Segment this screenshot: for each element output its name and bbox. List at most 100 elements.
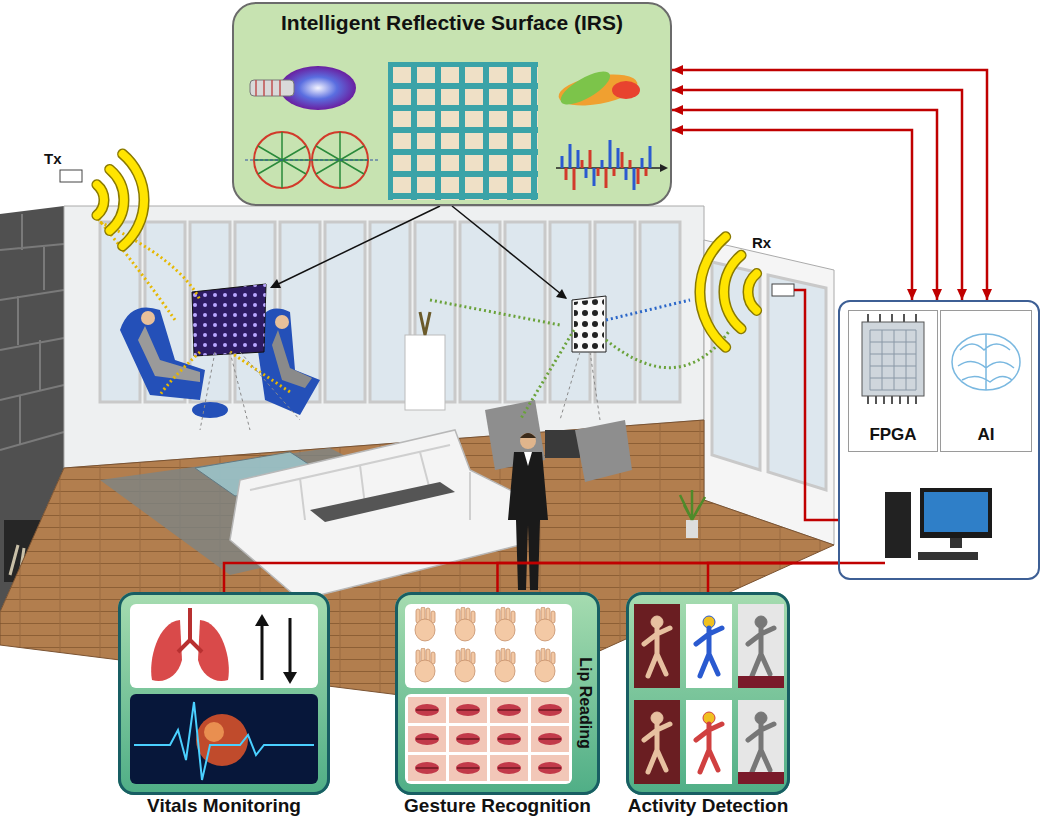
room-part-part bbox=[370, 222, 410, 402]
activity-illustration bbox=[626, 592, 790, 795]
room-part bbox=[310, 482, 455, 522]
room-part bbox=[138, 326, 200, 382]
activity-illustration-part bbox=[738, 772, 784, 784]
arrow-head bbox=[672, 65, 683, 75]
arrow-head bbox=[672, 125, 683, 135]
control-unit-illustration-part bbox=[950, 538, 962, 548]
control-unit-illustration-part bbox=[862, 322, 924, 396]
gesture-illustration-part bbox=[449, 697, 487, 723]
signal-beams-part bbox=[100, 222, 200, 300]
irs-illustration-part bbox=[256, 80, 280, 96]
signal-beams-part bbox=[430, 300, 560, 325]
room-part bbox=[272, 330, 312, 388]
room-part bbox=[120, 308, 205, 401]
connector-line bbox=[672, 110, 937, 300]
gesture-illustration-part bbox=[495, 648, 515, 682]
connector-line bbox=[672, 90, 962, 300]
irs-illustration-part-part bbox=[452, 206, 566, 298]
room-part bbox=[545, 430, 580, 458]
control-unit-illustration-part bbox=[868, 314, 916, 404]
control-unit-illustration-part bbox=[952, 334, 1020, 390]
connector bbox=[708, 563, 838, 592]
box-title: FPGA bbox=[849, 425, 937, 445]
activity-illustration-part bbox=[626, 592, 790, 795]
receiver-part-part bbox=[748, 274, 757, 311]
vitals-illustration-part bbox=[283, 672, 297, 684]
room-part bbox=[192, 284, 266, 356]
room-part bbox=[572, 296, 606, 352]
receiver-part bbox=[700, 237, 757, 347]
control-unit-illustration-part bbox=[885, 492, 911, 558]
gesture-illustration-part bbox=[449, 726, 487, 752]
room-part bbox=[100, 222, 680, 402]
receiver-part bbox=[772, 284, 794, 296]
vitals-illustration bbox=[118, 592, 330, 795]
transmitter-part bbox=[97, 154, 144, 246]
irs-illustration-part bbox=[233, 3, 671, 205]
room-part bbox=[192, 284, 266, 356]
application-panel: Gesture RecognitionLip Reading bbox=[395, 592, 600, 795]
irs-illustration-part bbox=[562, 140, 650, 190]
receiver-part-part bbox=[700, 237, 726, 347]
irs-illustration-part-part bbox=[556, 65, 614, 110]
vitals-illustration-part bbox=[262, 618, 290, 680]
activity-illustration-part bbox=[686, 700, 732, 784]
control-unit-illustration-part bbox=[918, 552, 978, 560]
reflection-fan bbox=[200, 352, 600, 430]
irs-illustration-part bbox=[388, 62, 538, 200]
activity-illustration-part bbox=[644, 616, 670, 676]
vitals-illustration-part bbox=[134, 702, 314, 780]
room-part bbox=[574, 298, 604, 350]
gesture-illustration-part bbox=[490, 726, 528, 752]
activity-illustration-part bbox=[696, 616, 722, 676]
panel-title: Vitals Monitoring bbox=[147, 795, 301, 817]
irs-illustration-part bbox=[250, 80, 294, 96]
arrow-head bbox=[672, 105, 683, 115]
connector bbox=[672, 105, 942, 300]
irs-panel: Intelligent Reflective Surface (IRS) bbox=[232, 2, 672, 206]
signal-beams-part bbox=[230, 352, 290, 392]
room-part bbox=[686, 520, 698, 538]
control-unit-illustration-part bbox=[920, 488, 992, 538]
room-part bbox=[680, 490, 705, 520]
application-panel: Activity Detection bbox=[626, 592, 790, 795]
irs-illustration bbox=[233, 3, 671, 299]
room-part bbox=[275, 315, 289, 329]
vitals-illustration-part bbox=[255, 614, 269, 626]
connector-line bbox=[498, 563, 839, 592]
gesture-illustration-part bbox=[395, 592, 600, 795]
room-part bbox=[420, 312, 430, 335]
room-part bbox=[768, 275, 826, 490]
room-part bbox=[0, 214, 64, 450]
control-unit-illustration-part-part bbox=[958, 334, 1014, 390]
arrow-head bbox=[672, 85, 683, 95]
connector bbox=[672, 65, 992, 300]
control-unit-illustration-part bbox=[838, 562, 885, 565]
room-part-part bbox=[505, 222, 545, 402]
gesture-illustration-part bbox=[531, 755, 569, 781]
vitals-illustration-part bbox=[118, 592, 330, 795]
room-part bbox=[524, 452, 532, 466]
activity-illustration-part bbox=[686, 604, 732, 688]
fpga-box: FPGA bbox=[848, 310, 938, 452]
transmitter-part bbox=[97, 154, 144, 246]
irs-illustration-part bbox=[566, 150, 646, 190]
irs-illustration-part-part bbox=[272, 206, 440, 287]
arrow-head bbox=[957, 289, 967, 300]
connector bbox=[672, 125, 917, 300]
vitals-illustration-part bbox=[130, 694, 318, 784]
room-part bbox=[230, 430, 520, 600]
room-part bbox=[704, 240, 834, 545]
gesture-illustration-part bbox=[531, 697, 569, 723]
irs-illustration-part bbox=[556, 167, 660, 169]
activity-illustration-part bbox=[644, 712, 670, 772]
control-unit-illustration-part bbox=[838, 300, 1040, 580]
room-part bbox=[575, 420, 632, 482]
room-part bbox=[520, 433, 536, 438]
signal-beams-part bbox=[160, 352, 200, 395]
irs-illustration-part bbox=[556, 65, 640, 110]
activity-illustration-part bbox=[738, 676, 784, 688]
activity-illustration-part bbox=[748, 616, 774, 676]
